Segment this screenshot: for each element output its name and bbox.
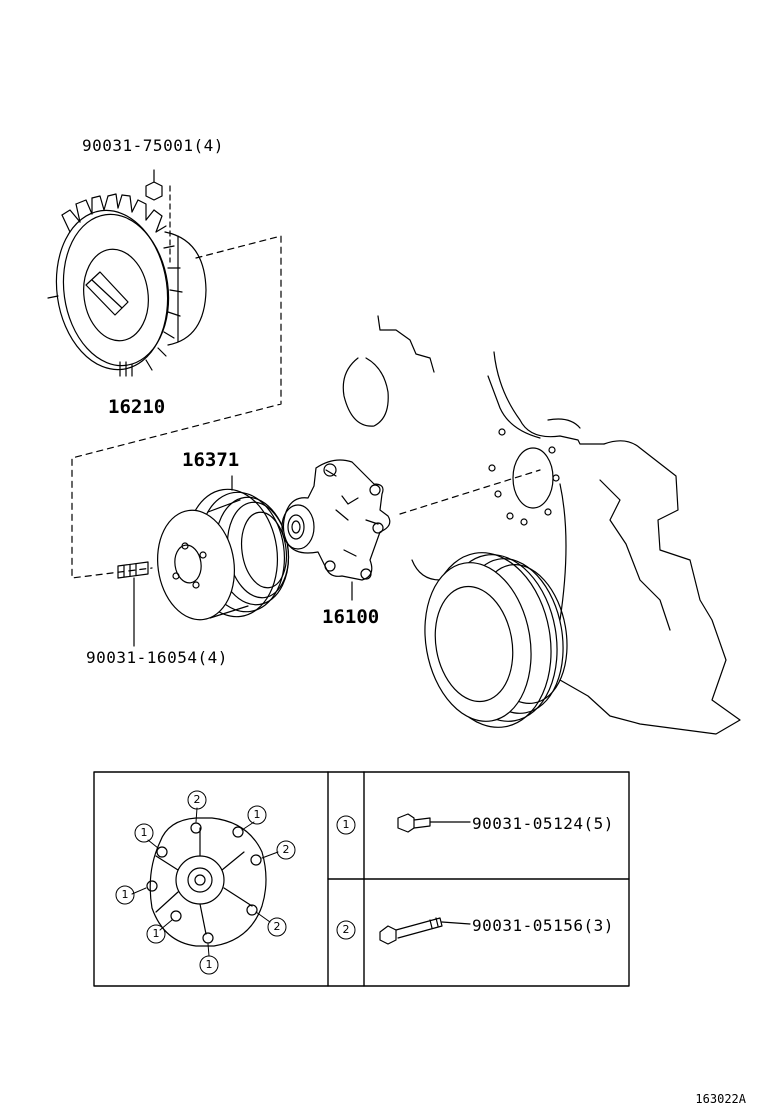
marker-circles bbox=[115, 790, 356, 975]
stud-drawing bbox=[117, 561, 149, 647]
legend-table-frame bbox=[93, 771, 630, 987]
face-marker: 1 bbox=[253, 808, 261, 821]
engine-block-drawing bbox=[342, 315, 741, 735]
bolt-05156-drawing bbox=[379, 917, 471, 945]
pump-face-view bbox=[146, 817, 267, 947]
legend-part-05124: 90031-05124(5) bbox=[472, 814, 614, 833]
dashed-assembly-lines bbox=[71, 235, 541, 579]
callout-water-pump: 16100 bbox=[322, 606, 380, 628]
callout-stud: 90031-16054(4) bbox=[86, 648, 228, 667]
bolt-05124-drawing bbox=[397, 813, 471, 833]
face-marker: 2 bbox=[282, 843, 290, 856]
face-marker: 1 bbox=[140, 826, 148, 839]
face-marker: 2 bbox=[273, 920, 281, 933]
face-marker: 1 bbox=[121, 888, 129, 901]
callout-top-bolt: 90031-75001(4) bbox=[82, 136, 224, 155]
fan-clutch-drawing bbox=[47, 169, 207, 377]
face-marker: 1 bbox=[205, 958, 213, 971]
legend-part-05156: 90031-05156(3) bbox=[472, 916, 614, 935]
callout-pulley: 16371 bbox=[182, 449, 240, 471]
legend-marker-1: 1 bbox=[342, 818, 350, 831]
face-marker-leaders bbox=[131, 807, 279, 957]
water-pump-drawing bbox=[281, 459, 391, 601]
face-marker: 2 bbox=[193, 793, 201, 806]
diagram-code: 163022A bbox=[695, 1092, 746, 1106]
legend-marker-2: 2 bbox=[342, 923, 350, 936]
pulley-drawing bbox=[156, 475, 290, 621]
face-marker: 1 bbox=[152, 927, 160, 940]
callout-fan-clutch: 16210 bbox=[108, 396, 166, 418]
